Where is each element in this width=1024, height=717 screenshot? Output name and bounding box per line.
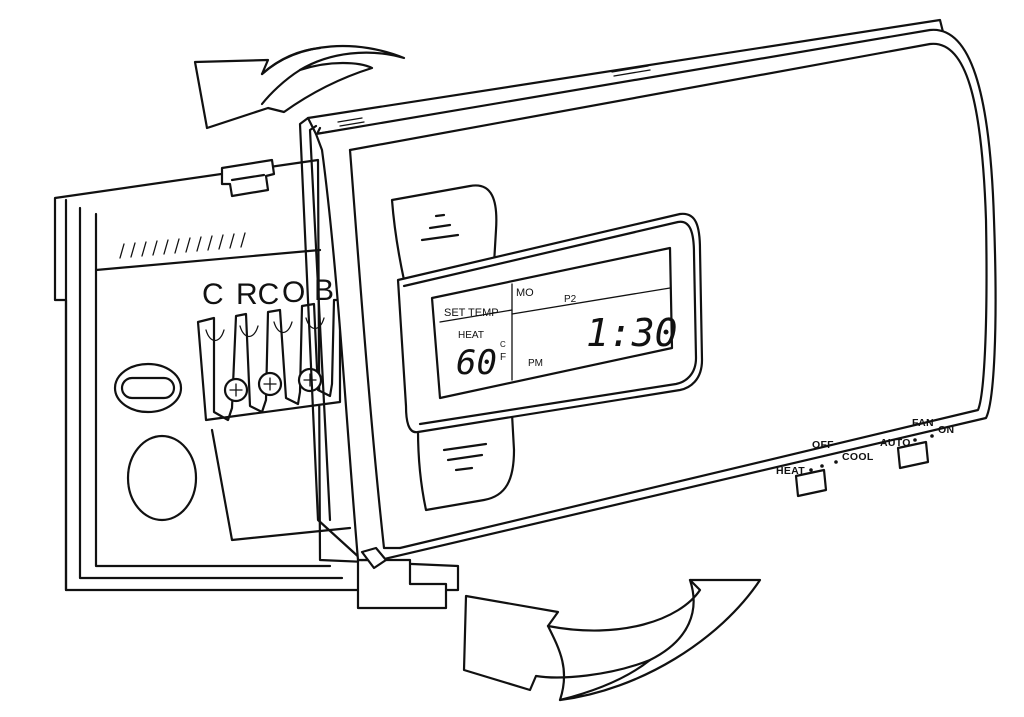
system-mode-switch[interactable]: HEAT OFF COOL: [776, 439, 874, 498]
time-readout: 1:30: [586, 311, 678, 355]
unit-c-label: C: [500, 340, 506, 349]
set-temp-label: SET TEMP: [444, 307, 499, 319]
fan-switch-title: FAN: [912, 417, 934, 429]
down-button[interactable]: [416, 412, 516, 512]
switch-dot: [930, 434, 934, 438]
switch-dot: [820, 464, 824, 468]
terminal-label-rc: RC: [236, 278, 279, 311]
heat-switch-label: HEAT: [776, 465, 805, 477]
terminal-clips: [196, 298, 342, 422]
switch-dot: [913, 438, 917, 442]
rotate-arrow-bottom-icon: [462, 578, 762, 702]
mounting-slot: [113, 362, 183, 414]
terminal-label-c: C: [202, 278, 224, 311]
fan-switch[interactable]: FAN AUTO ON: [880, 417, 954, 470]
temperature-readout: 60: [456, 343, 497, 383]
down-button-icon: [442, 442, 488, 472]
system-switch-lever[interactable]: [794, 468, 828, 498]
mode-label: HEAT: [458, 330, 484, 341]
unit-f-label: F: [500, 352, 506, 363]
period-label: P2: [564, 294, 577, 305]
switch-dot: [834, 460, 838, 464]
wall-base-plate: C RC O B: [53, 158, 460, 610]
terminal-label-o: O: [282, 276, 305, 309]
on-switch-label: ON: [938, 424, 954, 436]
up-button-icon: [420, 213, 460, 242]
lcd-display: SET TEMP HEAT 60 C F MO P2 1:30 PM: [396, 212, 704, 434]
fan-switch-lever[interactable]: [896, 440, 930, 470]
terminal-slots: [119, 232, 246, 259]
cool-switch-label: COOL: [842, 451, 874, 463]
rotate-arrow-top-icon: [193, 45, 406, 130]
off-switch-label: OFF: [812, 439, 834, 451]
switch-dot: [809, 468, 813, 472]
day-label: MO: [516, 287, 534, 299]
wire-hole: [126, 434, 198, 522]
ampm-label: PM: [528, 358, 543, 369]
